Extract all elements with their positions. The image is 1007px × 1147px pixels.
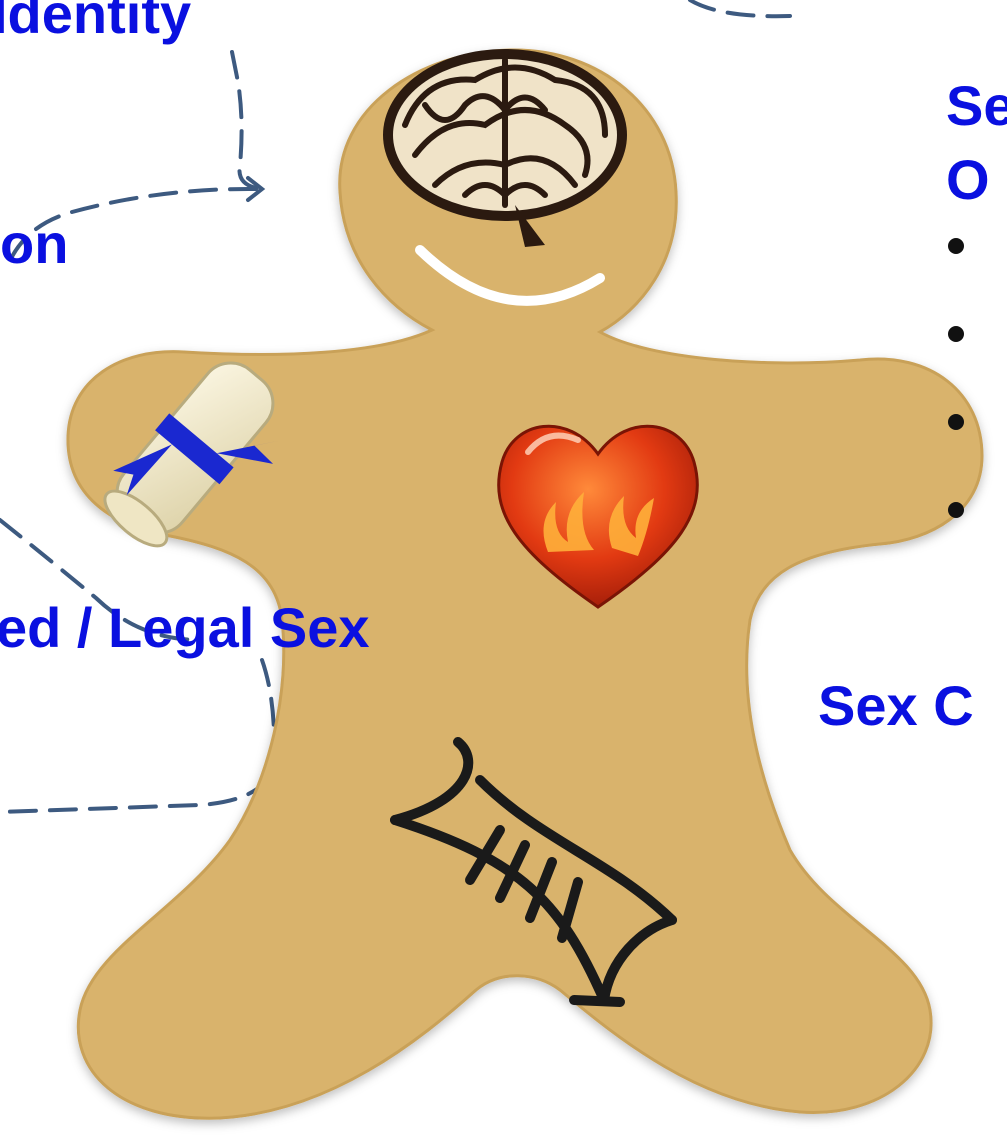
assigned-sex-label: ed / Legal Sex xyxy=(0,600,370,656)
orientation-bullet-item xyxy=(948,238,988,326)
bullet-dot xyxy=(948,502,964,518)
bullet-dot xyxy=(948,326,964,342)
sexual-orientation-label-line1: Se xyxy=(946,78,1007,134)
orientation-bullet-item xyxy=(948,326,988,414)
orientation-bullet-item xyxy=(948,414,988,502)
orientation-bullet-item xyxy=(948,502,988,590)
sexual-orientation-label-line2: O xyxy=(946,152,990,208)
bullet-dot xyxy=(948,238,964,254)
gender-identity-label: Identity xyxy=(0,0,191,42)
orientation-bullet-list xyxy=(948,238,988,590)
identity-connector xyxy=(232,52,262,189)
sex-characteristics-label: Sex C xyxy=(818,678,974,734)
assigned-sex-bracket xyxy=(0,660,274,812)
gender-expression-label: on xyxy=(0,216,68,272)
bullet-dot xyxy=(948,414,964,430)
top-right-connector xyxy=(690,0,790,16)
